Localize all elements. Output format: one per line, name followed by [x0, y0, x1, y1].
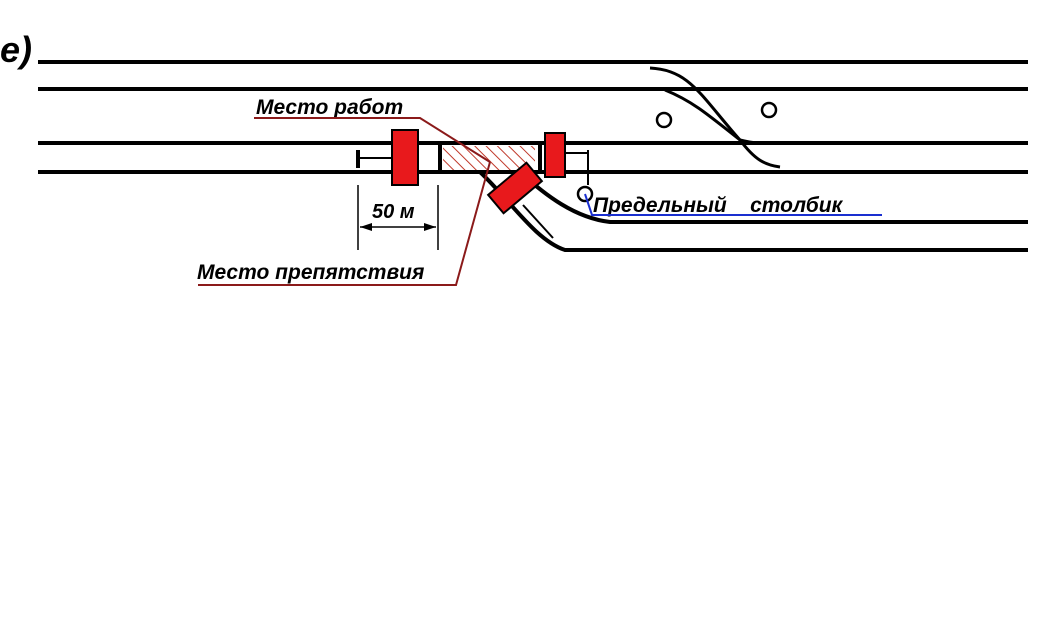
limit-post-leader	[584, 193, 882, 216]
distance-label: 50 м	[372, 201, 415, 223]
crossover	[649, 66, 781, 169]
work-place-label: Место работ	[256, 96, 403, 119]
obstacle-place-leader	[198, 161, 491, 286]
limit-post-label: Предельный столбик	[593, 194, 844, 217]
crossover-post-right	[760, 101, 778, 119]
diverging-signal-arm	[522, 204, 554, 239]
crossover-post-left	[655, 111, 673, 129]
crossover-rail-2	[664, 88, 781, 145]
figure-label: е)	[0, 29, 32, 70]
obstacle-place-label: Место препятствия	[197, 261, 424, 284]
dimension-arrow-right	[424, 223, 436, 231]
upper-track	[38, 60, 1028, 91]
right-stop-signal	[544, 132, 566, 178]
diverging-rail-outer	[478, 170, 1028, 252]
work-place-leader	[254, 117, 491, 163]
diverging-stop-signal	[486, 161, 544, 215]
crossover-rail-1	[649, 66, 781, 169]
left-stop-signal	[391, 129, 419, 186]
diverging-signal-group	[486, 161, 544, 215]
dimension-arrow-left	[360, 223, 372, 231]
